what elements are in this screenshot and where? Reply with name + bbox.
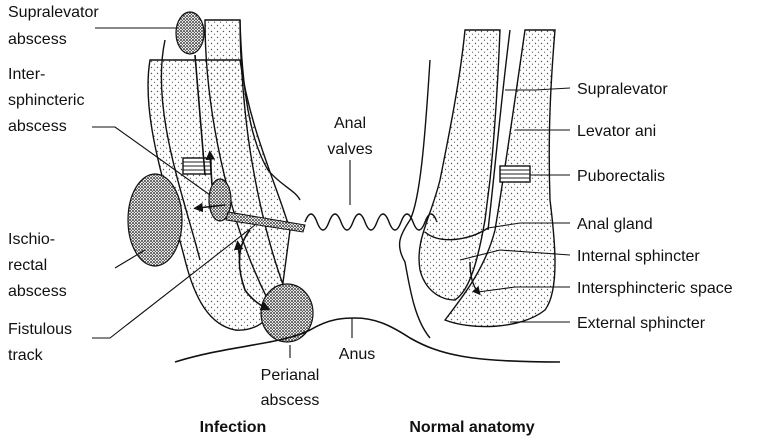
anal-valves-wave (305, 214, 437, 230)
label-intersphincteric-1: Inter- (8, 66, 45, 83)
left-puborectalis (183, 158, 211, 174)
label-supralevator-abscess-1: Supralevator (8, 4, 99, 21)
caption-infection: Infection (200, 419, 267, 436)
label-external-sphincter: External sphincter (577, 315, 706, 332)
right-anatomy (400, 30, 555, 338)
label-ischiorectal-1: Ischio- (8, 231, 55, 248)
left-anatomy (148, 20, 300, 330)
label-intersphincteric-3: abscess (8, 118, 67, 135)
label-anal-valves-1: Anal (334, 115, 366, 132)
label-fistulous-2: track (8, 347, 44, 364)
label-fistulous-1: Fistulous (8, 321, 72, 338)
label-supralevator-abscess-2: abscess (8, 31, 67, 48)
label-ischiorectal-3: abscess (8, 283, 67, 300)
label-internal-sphincter: Internal sphincter (577, 248, 700, 265)
ischiorectal-abscess (128, 174, 182, 266)
right-labels: Supralevator Levator ani Puborectalis An… (577, 81, 733, 332)
label-perianal-1: Perianal (261, 367, 320, 384)
captions: Infection Normal anatomy (200, 419, 535, 436)
right-rectal-wall (400, 60, 430, 338)
label-levator-ani: Levator ani (577, 123, 656, 140)
label-intersphincteric-space: Intersphincteric space (577, 280, 733, 297)
label-intersphincteric-2: sphincteric (8, 92, 84, 109)
perianal-abscess (261, 284, 313, 342)
label-anal-gland: Anal gland (577, 216, 653, 233)
label-supralevator: Supralevator (577, 81, 668, 98)
label-perianal-2: abscess (261, 392, 320, 409)
right-puborectalis (500, 166, 530, 182)
label-anus: Anus (339, 346, 375, 363)
supralevator-abscess (176, 12, 204, 54)
caption-normal-anatomy: Normal anatomy (409, 419, 534, 436)
label-ischiorectal-2: rectal (8, 257, 47, 274)
label-anal-valves-2: valves (327, 141, 372, 158)
left-labels: Supralevator abscess Inter- sphincteric … (8, 4, 99, 364)
label-puborectalis: Puborectalis (577, 168, 665, 185)
